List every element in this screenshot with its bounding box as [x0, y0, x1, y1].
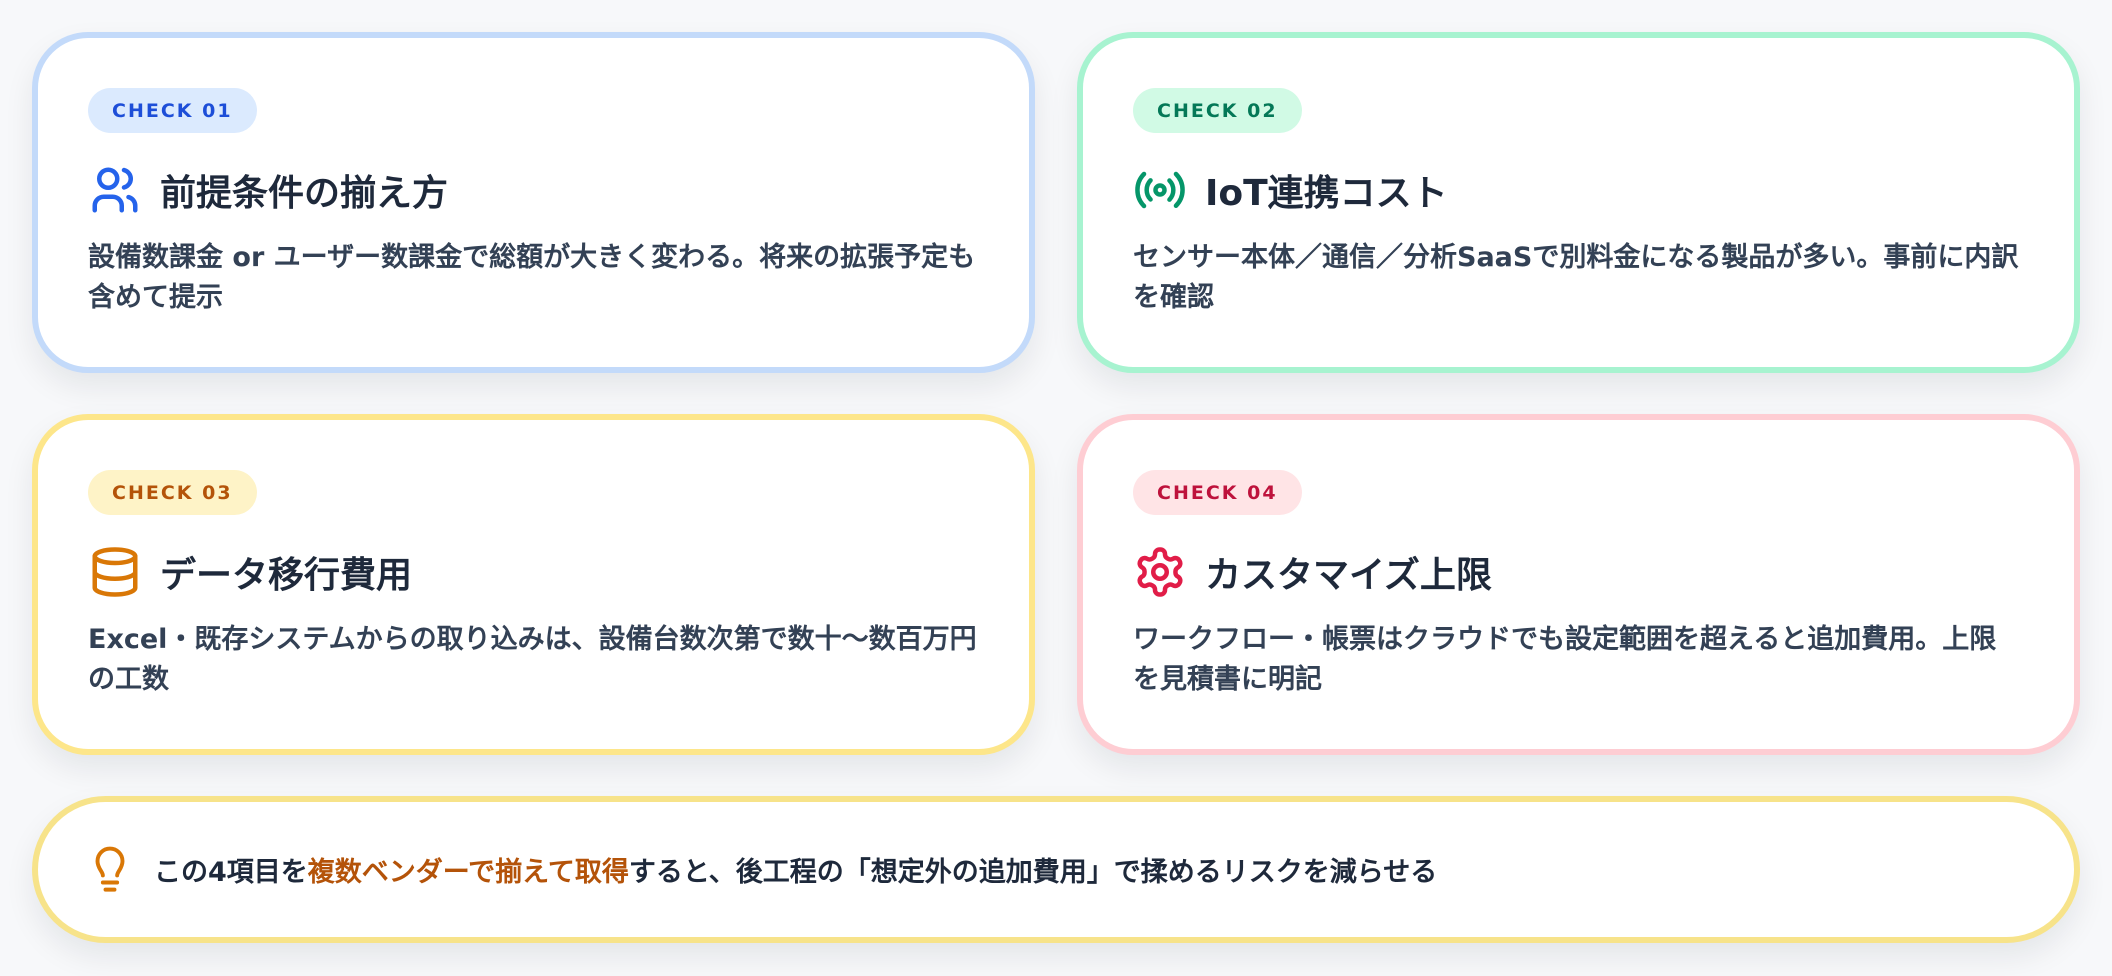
card-title: データ移行費用: [160, 555, 413, 596]
callout-prefix: この4項目を: [154, 857, 308, 888]
card-description: Excel・既存システムからの取り込みは、設備台数次第で数十〜数百万円の工数: [88, 624, 977, 695]
broadcast-icon: [1133, 163, 1187, 217]
callout-suffix: すると、後工程の「想定外の追加費用」で揉めるリスクを減らせる: [628, 857, 1438, 888]
gear-icon: [1133, 545, 1187, 599]
check-card-04: CHECK 04 カスタマイズ上限 ワークフロー・帳票はクラウドでも設定範囲を超…: [1077, 414, 2080, 755]
card-title: カスタマイズ上限: [1205, 555, 1492, 596]
card-description: センサー本体／通信／分析SaaSで別料金になる製品が多い。事前に内訳を確認: [1133, 242, 2019, 313]
card-title: IoT連携コスト: [1205, 173, 1448, 214]
card-title-row: カスタマイズ上限: [1133, 542, 1492, 602]
check-badge: CHECK 02: [1133, 88, 1302, 133]
check-card-03: CHECK 03 データ移行費用 Excel・既存システムからの取り込みは、設備…: [32, 414, 1035, 755]
database-icon: [88, 545, 142, 599]
check-badge: CHECK 03: [88, 470, 257, 515]
callout-highlight: 複数ベンダーで揃えて取得: [307, 857, 629, 888]
card-title: 前提条件の揃え方: [160, 173, 449, 214]
check-badge: CHECK 01: [88, 88, 257, 133]
card-title-row: 前提条件の揃え方: [88, 160, 448, 220]
callout-text: この4項目を複数ベンダーで揃えて取得すると、後工程の「想定外の追加費用」で揉める…: [154, 850, 1437, 889]
card-description: 設備数課金 or ユーザー数課金で総額が大きく変わる。将来の拡張予定も含めて提示: [88, 242, 976, 313]
lightbulb-icon: [88, 845, 132, 895]
card-title-row: データ移行費用: [88, 542, 412, 602]
summary-callout: この4項目を複数ベンダーで揃えて取得すると、後工程の「想定外の追加費用」で揉める…: [32, 796, 2080, 943]
check-badge: CHECK 04: [1133, 470, 1302, 515]
users-icon: [88, 163, 142, 217]
card-title-row: IoT連携コスト: [1133, 160, 1448, 220]
card-description: ワークフロー・帳票はクラウドでも設定範囲を超えると追加費用。上限を見積書に明記: [1133, 624, 1997, 695]
check-card-01: CHECK 01 前提条件の揃え方 設備数課金 or ユーザー数課金で総額が大き…: [32, 32, 1035, 373]
check-card-02: CHECK 02 IoT連携コスト センサー本体／通信／分析SaaSで別料金にな…: [1077, 32, 2080, 373]
